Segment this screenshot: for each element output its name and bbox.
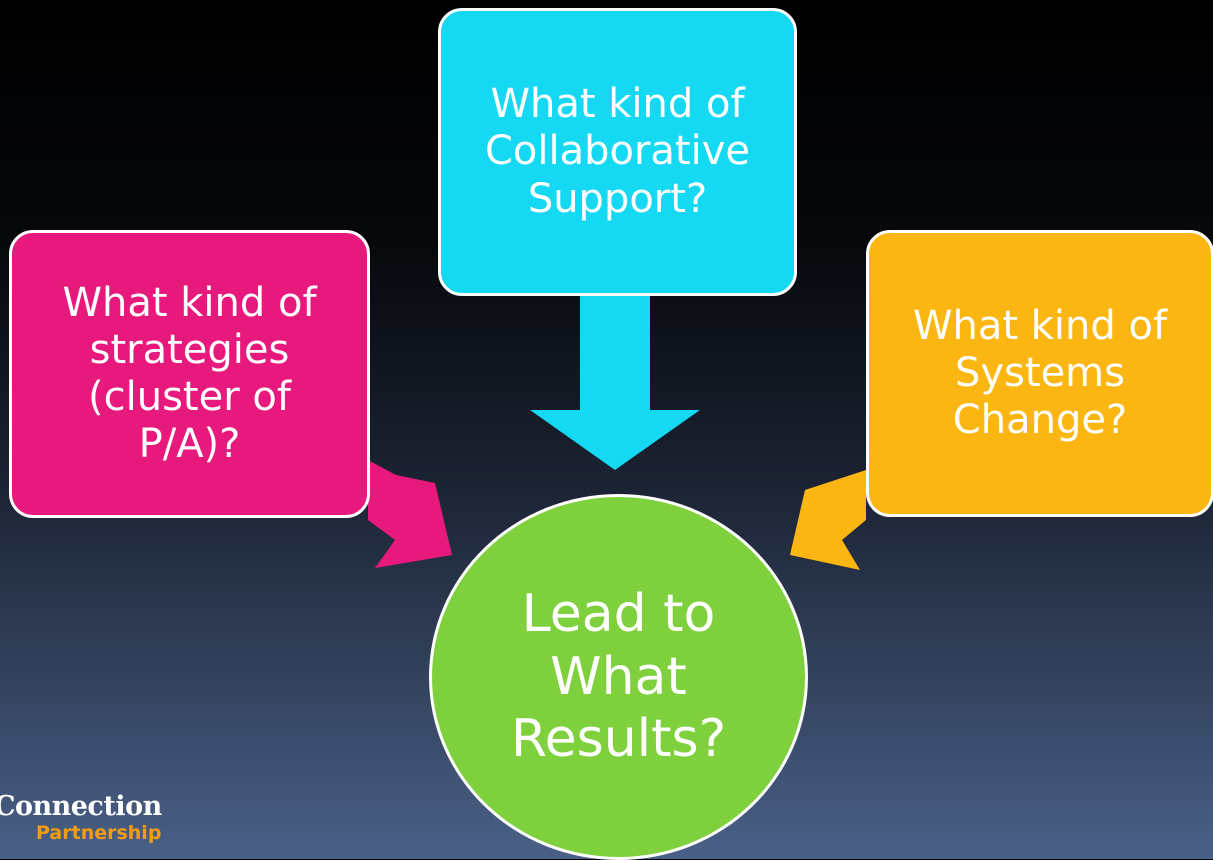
systems-change-text: What kind of Systems Change? xyxy=(912,302,1168,444)
down-arrow xyxy=(530,295,700,470)
results-circle: Lead to What Results? xyxy=(429,494,808,860)
logo-line-connection: Connection xyxy=(0,791,162,822)
systems-change-box: What kind of Systems Change? xyxy=(866,230,1213,517)
results-text: Lead to What Results? xyxy=(510,584,727,770)
strategies-text: What kind of strategies (cluster of P/A)… xyxy=(62,279,317,468)
connection-partnership-logo: Connection Partnership xyxy=(0,791,162,845)
collaborative-support-text: What kind of Collaborative Support? xyxy=(484,81,751,222)
strategies-box: What kind of strategies (cluster of P/A)… xyxy=(9,230,370,518)
left-arrow xyxy=(368,460,452,568)
collaborative-support-box: What kind of Collaborative Support? xyxy=(438,8,797,296)
logo-line-partnership: Partnership xyxy=(36,822,162,844)
right-arrow xyxy=(790,470,866,570)
